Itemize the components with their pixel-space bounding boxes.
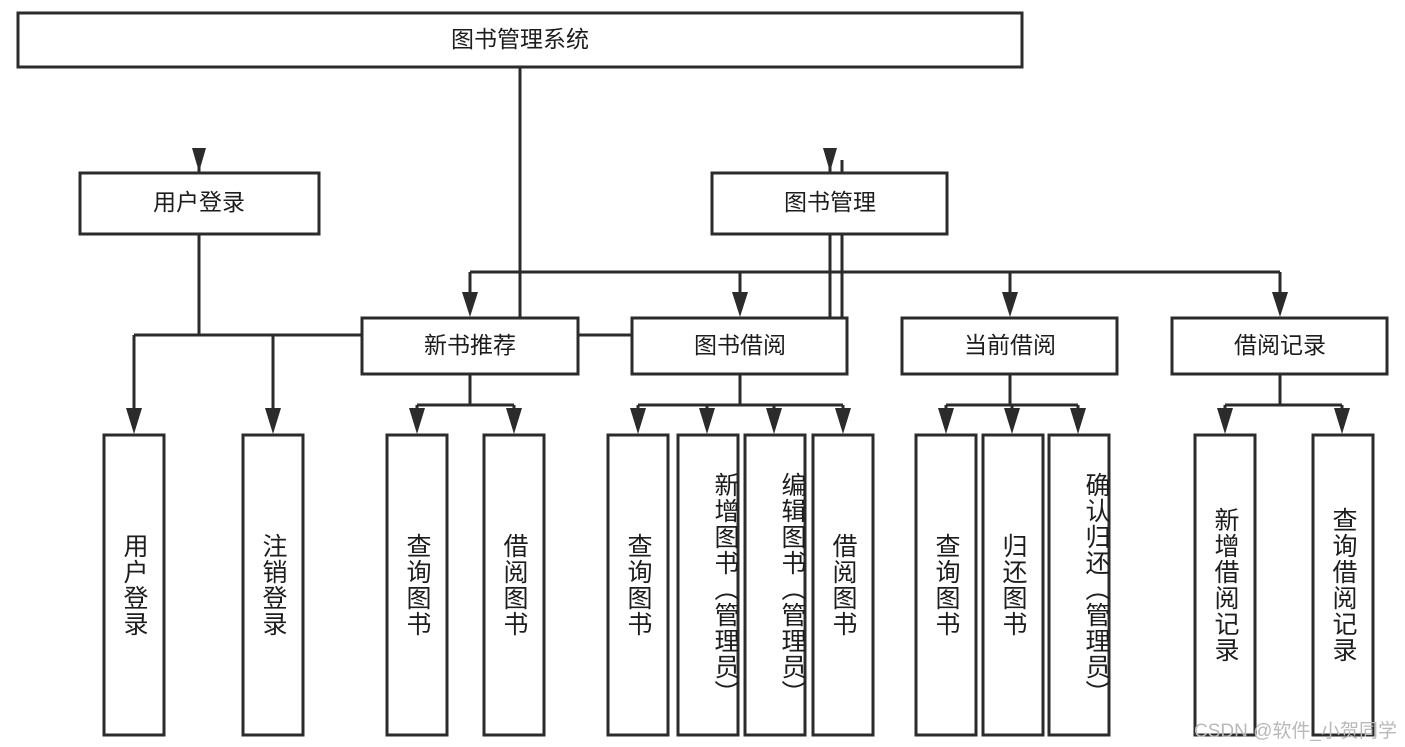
- node-new-book-recommend-label: 新书推荐: [424, 332, 516, 358]
- node-book-borrow-label: 图书借阅: [694, 332, 786, 358]
- node-current-borrow[interactable]: 当前借阅: [900, 316, 1119, 376]
- leaf-box-return-book[interactable]: [981, 433, 1045, 737]
- node-book-management-label: 图书管理: [784, 189, 876, 215]
- node-current-borrow-label: 当前借阅: [964, 332, 1056, 358]
- leaf-box-query-book-new[interactable]: [385, 433, 449, 737]
- node-book-management[interactable]: 图书管理: [710, 171, 949, 236]
- node-book-borrow[interactable]: 图书借阅: [630, 316, 849, 376]
- leaf-box-query-book-borrow[interactable]: [606, 433, 670, 737]
- leaf-box-query-borrow-record[interactable]: [1311, 433, 1375, 737]
- node-user-login-label: 用户登录: [153, 189, 245, 215]
- leaf-box-add-borrow-record[interactable]: [1193, 433, 1257, 737]
- leaf-box-borrow-book-new[interactable]: [482, 433, 546, 737]
- node-borrow-records-label: 借阅记录: [1234, 332, 1326, 358]
- connector-newbook-to-leaves: [409, 374, 522, 434]
- leaf-box-query-book-current[interactable]: [914, 433, 978, 737]
- node-new-book-recommend[interactable]: 新书推荐: [360, 316, 580, 376]
- leaf-box-user-login[interactable]: [102, 433, 166, 737]
- leaf-box-layer: [102, 433, 1375, 737]
- connector-current-to-leaves: [938, 374, 1086, 434]
- node-borrow-records[interactable]: 借阅记录: [1170, 316, 1389, 376]
- leaf-box-add-book-admin[interactable]: [676, 433, 740, 737]
- csdn-watermark: CSDN @软件_小贺同学: [1194, 721, 1397, 742]
- node-root[interactable]: 图书管理系统: [16, 11, 1024, 69]
- leaf-box-edit-book-admin[interactable]: [743, 433, 807, 737]
- connector-records-to-leaves: [1217, 374, 1350, 434]
- node-user-login[interactable]: 用户登录: [78, 171, 321, 236]
- leaf-box-borrow-book[interactable]: [811, 433, 875, 737]
- connector-layer: [126, 67, 1350, 434]
- connector-borrow-to-leaves: [630, 374, 851, 434]
- connector-bookmanage-to-level3: [462, 234, 1288, 317]
- node-root-label: 图书管理系统: [451, 26, 589, 52]
- leaf-box-confirm-return-admin[interactable]: [1047, 433, 1111, 737]
- leaf-box-logout[interactable]: [241, 433, 305, 737]
- connector-userlogin-to-leaves: [126, 234, 281, 434]
